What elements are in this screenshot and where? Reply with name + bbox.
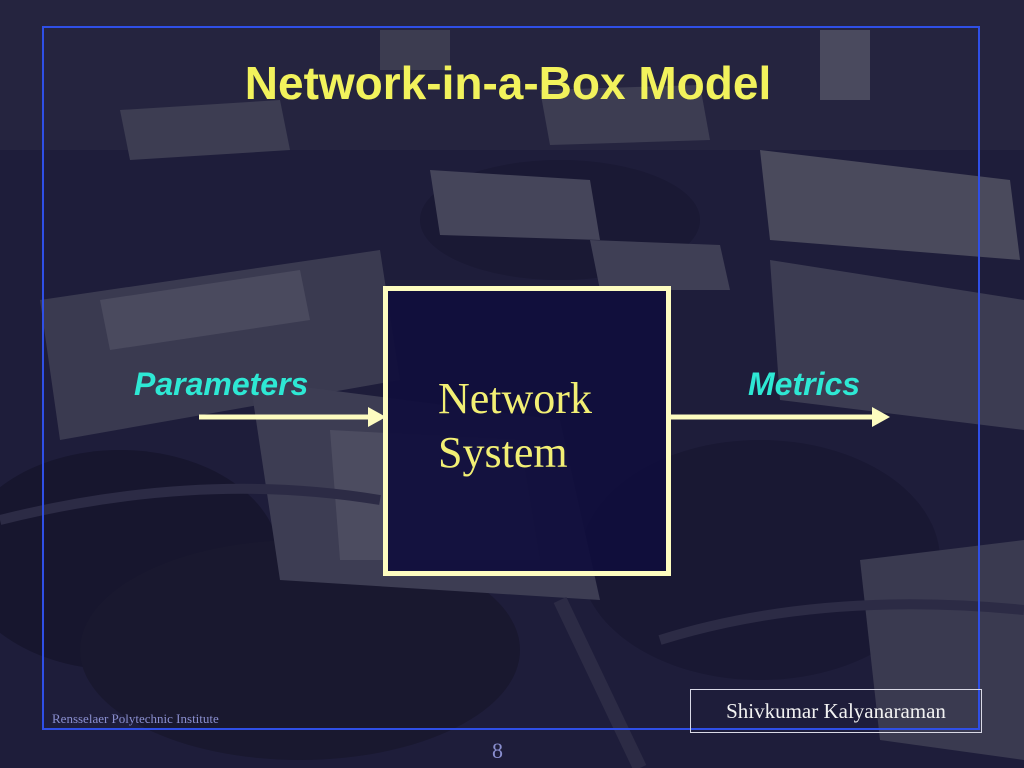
metrics-label: Metrics <box>748 366 861 402</box>
input-arrow <box>199 407 386 427</box>
network-system-box <box>383 286 671 576</box>
slide-frame <box>42 26 980 730</box>
box-label-line2: System <box>438 428 568 477</box>
institute-footer: Rensselaer Polytechnic Institute <box>52 711 219 726</box>
page-number: 8 <box>492 738 503 763</box>
author-footer: Shivkumar Kalyanaraman <box>690 689 982 733</box>
slide-title: Network-in-a-Box Model <box>244 57 772 109</box>
network-system-label: Network System <box>438 372 592 480</box>
parameters-label: Parameters <box>134 366 309 402</box>
output-arrow <box>671 407 890 427</box>
box-label-line1: Network <box>438 374 592 423</box>
